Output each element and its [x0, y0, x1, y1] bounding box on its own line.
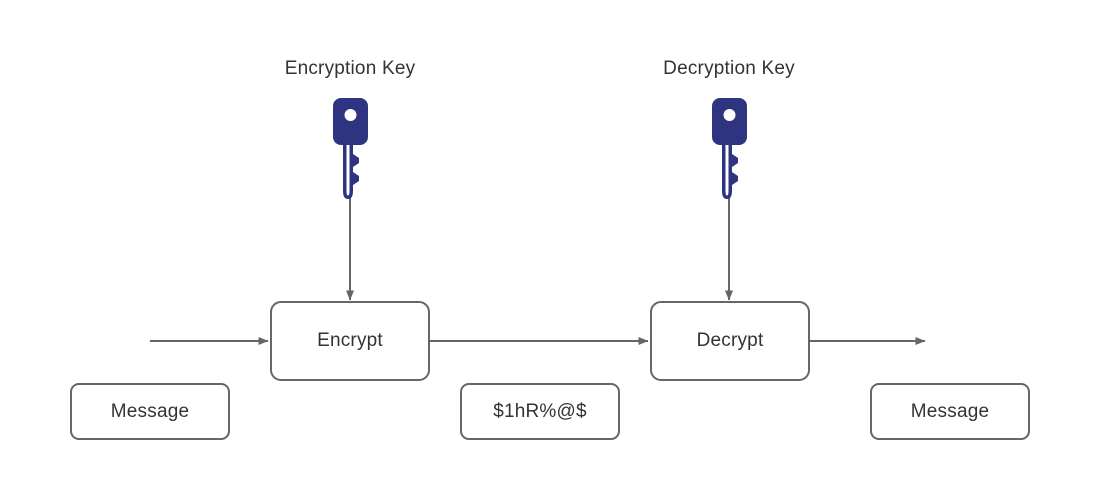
encryption-key-icon-wrap — [327, 96, 373, 202]
encrypt-node[interactable]: Encrypt — [270, 301, 430, 381]
decryption-key-label: Decryption Key — [663, 58, 795, 79]
decryption-key-icon-wrap — [706, 96, 752, 202]
key-icon — [333, 98, 368, 199]
plaintext-output-node[interactable]: Message — [870, 383, 1030, 440]
key-icon — [712, 98, 747, 199]
ciphertext-node[interactable]: $1hR%@$ — [460, 383, 620, 440]
decrypt-node[interactable]: Decrypt — [650, 301, 810, 381]
encryption-key-label: Encryption Key — [284, 58, 416, 79]
plaintext-input-node[interactable]: Message — [70, 383, 230, 440]
